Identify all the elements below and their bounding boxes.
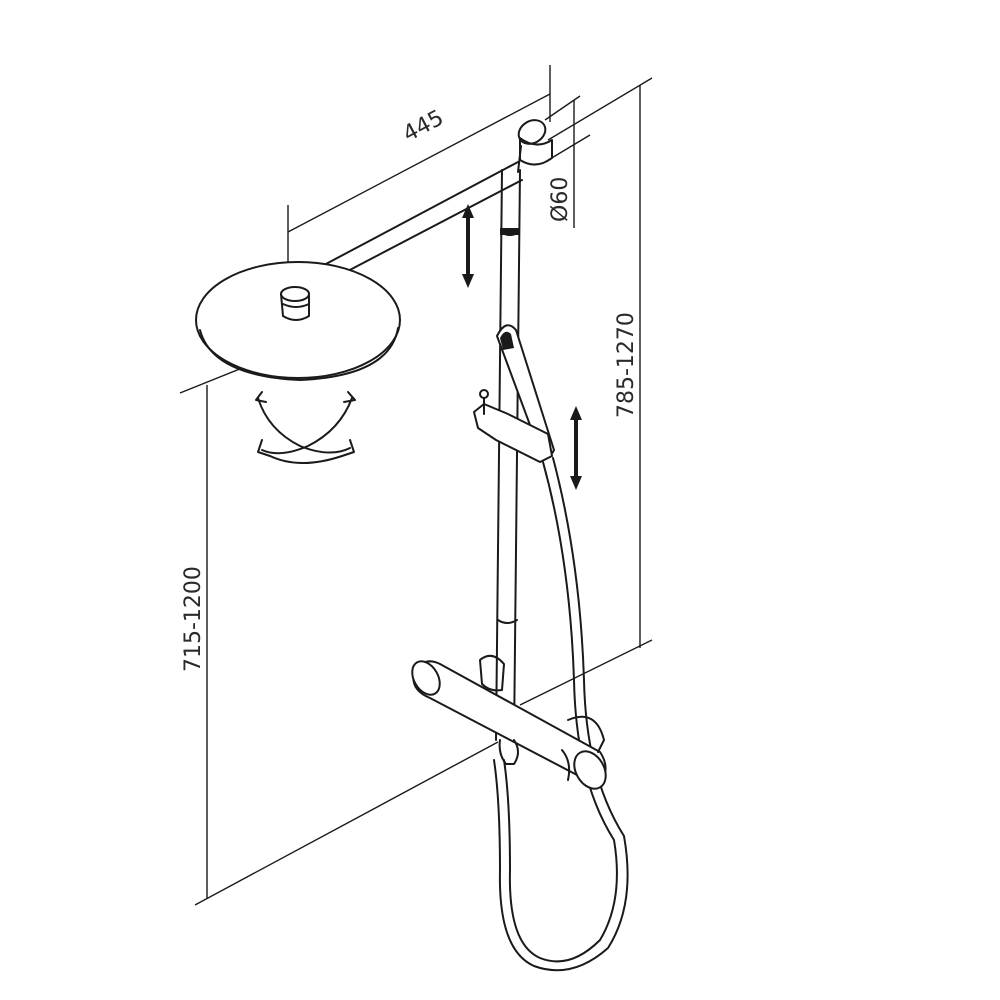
head-height-dimension: 715-1200 (179, 359, 499, 906)
thermostatic-mixer (411, 654, 607, 790)
rail-height-dimension: 785-1270 (519, 77, 653, 706)
shower-hose (493, 457, 629, 972)
holder-height-arrow-icon (570, 406, 582, 490)
head-height-ext-bottom (194, 741, 499, 906)
rail-height-ext-top (547, 77, 653, 141)
rail-height-ext-bottom (519, 639, 653, 706)
rail-height-label: 785-1270 (614, 312, 639, 418)
slider-holder (472, 389, 554, 464)
slide-rail (495, 169, 521, 741)
head-height-label: 715-1200 (181, 566, 206, 672)
wall-bracket-top (517, 119, 553, 173)
swivel-arrows-icon (255, 391, 356, 464)
arm-height-arrow-icon (462, 204, 474, 288)
rail-diameter-label: Ø60 (548, 177, 573, 222)
rain-shower-head (195, 261, 401, 381)
arm-length-dimension: 445 (287, 65, 551, 282)
rail-diameter-dimension: Ø60 (544, 95, 591, 228)
arm-length-label: 445 (399, 106, 448, 148)
arm-length-dim-line (287, 93, 551, 233)
